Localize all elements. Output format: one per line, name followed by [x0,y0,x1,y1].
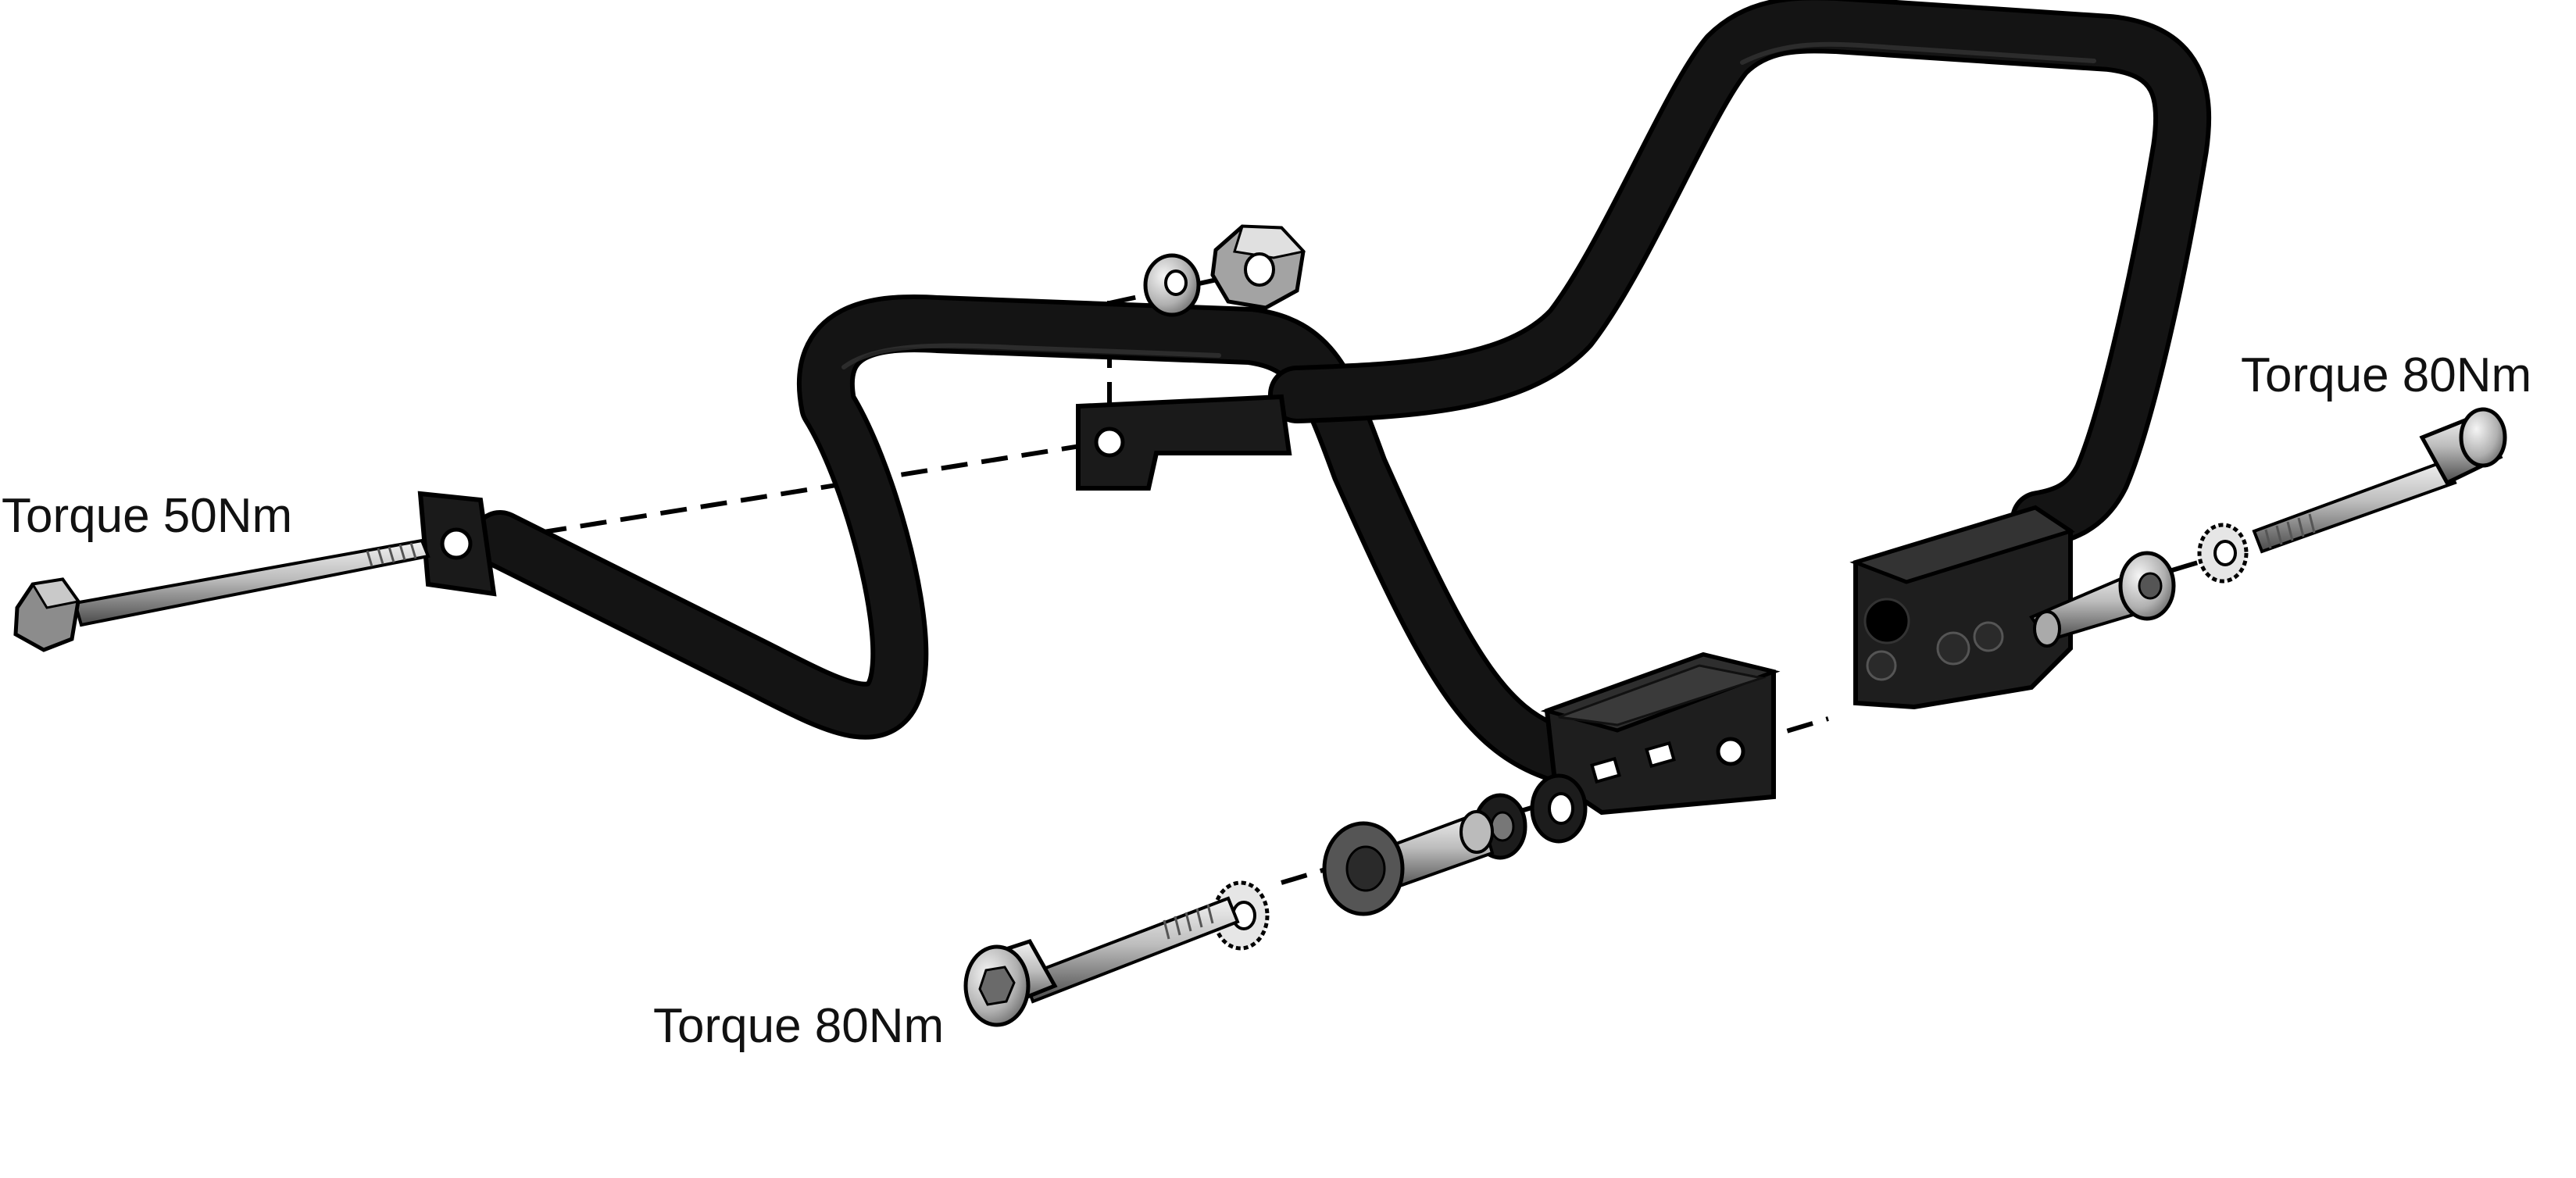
spacer-icon [1322,810,1495,916]
lock-washer-icon [2197,523,2249,584]
socket-cap-screw-icon [963,896,1240,1027]
middle-tab [1076,394,1292,491]
torque-label-left-bolt: Torque 50Nm [2,489,293,543]
mounting-bracket-icon [1849,505,2075,710]
left-end-tab [417,491,497,597]
flat-washer-icon [1530,773,1588,844]
spacer-icon [2029,551,2176,648]
torque-label-right-bolt: Torque 80Nm [2241,348,2532,402]
hex-nut-icon [1210,224,1306,310]
torque-label-bottom-bolt: Torque 80Nm [653,999,945,1053]
hex-bolt-icon [13,538,431,652]
flat-washer-icon [1143,253,1201,317]
socket-cap-screw-icon [2252,407,2507,554]
axis-line-left [499,439,1110,541]
guard-tube [471,0,2212,793]
